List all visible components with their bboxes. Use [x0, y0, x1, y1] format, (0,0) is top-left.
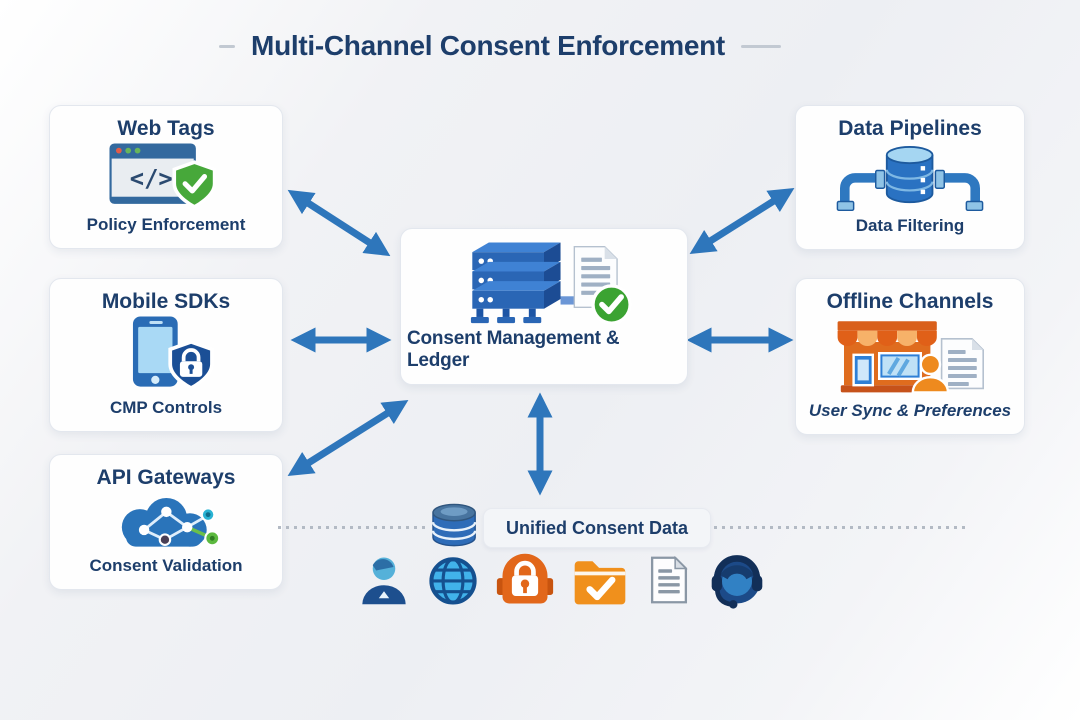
arrow-apigateways-center: [287, 399, 409, 477]
storefront-user-document-icon: [837, 320, 984, 394]
title-row: Multi-Channel Consent Enforcement: [0, 30, 1000, 62]
channel-icon-row: [358, 550, 766, 610]
user-icon: [362, 557, 406, 605]
web-tags-sublabel: Policy Enforcement: [86, 215, 246, 234]
arrow-webtags-center: [287, 189, 391, 257]
api-gateways-node: API Gateways C: [49, 454, 283, 590]
web-tags-title: Web Tags: [117, 117, 215, 140]
unified-consent-label: Unified Consent Data: [506, 517, 689, 538]
lock-badge-icon: [496, 553, 554, 604]
mobile-sdks-node: Mobile SDKs CMP Controls: [49, 278, 283, 432]
dotted-line-right: [658, 526, 970, 529]
consent-management-label: Consent Management & Ledger: [407, 328, 620, 371]
consent-management-node: Consent Management & Ledger: [400, 228, 688, 385]
document-icon: [650, 555, 688, 604]
offline-channels-node: Offline Channels: [795, 278, 1025, 435]
offline-channels-title: Offline Channels: [826, 290, 994, 313]
page-title: Multi-Channel Consent Enforcement: [251, 30, 725, 61]
unified-consent-pill: Unified Consent Data: [483, 508, 712, 548]
web-tags-node: Web Tags </> Policy Enforcement: [49, 105, 283, 249]
mobile-sdks-title: Mobile SDKs: [101, 290, 231, 313]
data-pipelines-sublabel: Data Filtering: [855, 216, 965, 235]
phone-lock-shield-icon: [132, 316, 214, 391]
mobile-sdks-sublabel: CMP Controls: [109, 398, 223, 417]
api-gateways-sublabel: Consent Validation: [89, 556, 243, 575]
support-headset-icon: [711, 555, 763, 609]
title-dash-right: [740, 44, 781, 48]
globe-icon: [429, 557, 477, 605]
svg-text:</>: </>: [130, 165, 173, 193]
folder-check-icon: [574, 561, 626, 605]
cloud-network-icon: [121, 497, 221, 547]
database-icon: [431, 503, 477, 547]
offline-channels-sublabel: User Sync & Preferences: [808, 401, 1012, 420]
data-pipelines-node: Data Pipelines Data Filtering: [795, 105, 1025, 250]
dotted-line-left: [278, 526, 426, 529]
database-pipes-icon: [836, 145, 984, 211]
data-pipelines-title: Data Pipelines: [838, 117, 982, 140]
arrow-center-datapipelines: [689, 187, 795, 255]
title-dash-left: [219, 44, 236, 48]
server-stack-ledger-check-icon: [470, 242, 632, 325]
api-gateways-title: API Gateways: [96, 466, 236, 489]
browser-code-shield-icon: </>: [109, 143, 217, 209]
